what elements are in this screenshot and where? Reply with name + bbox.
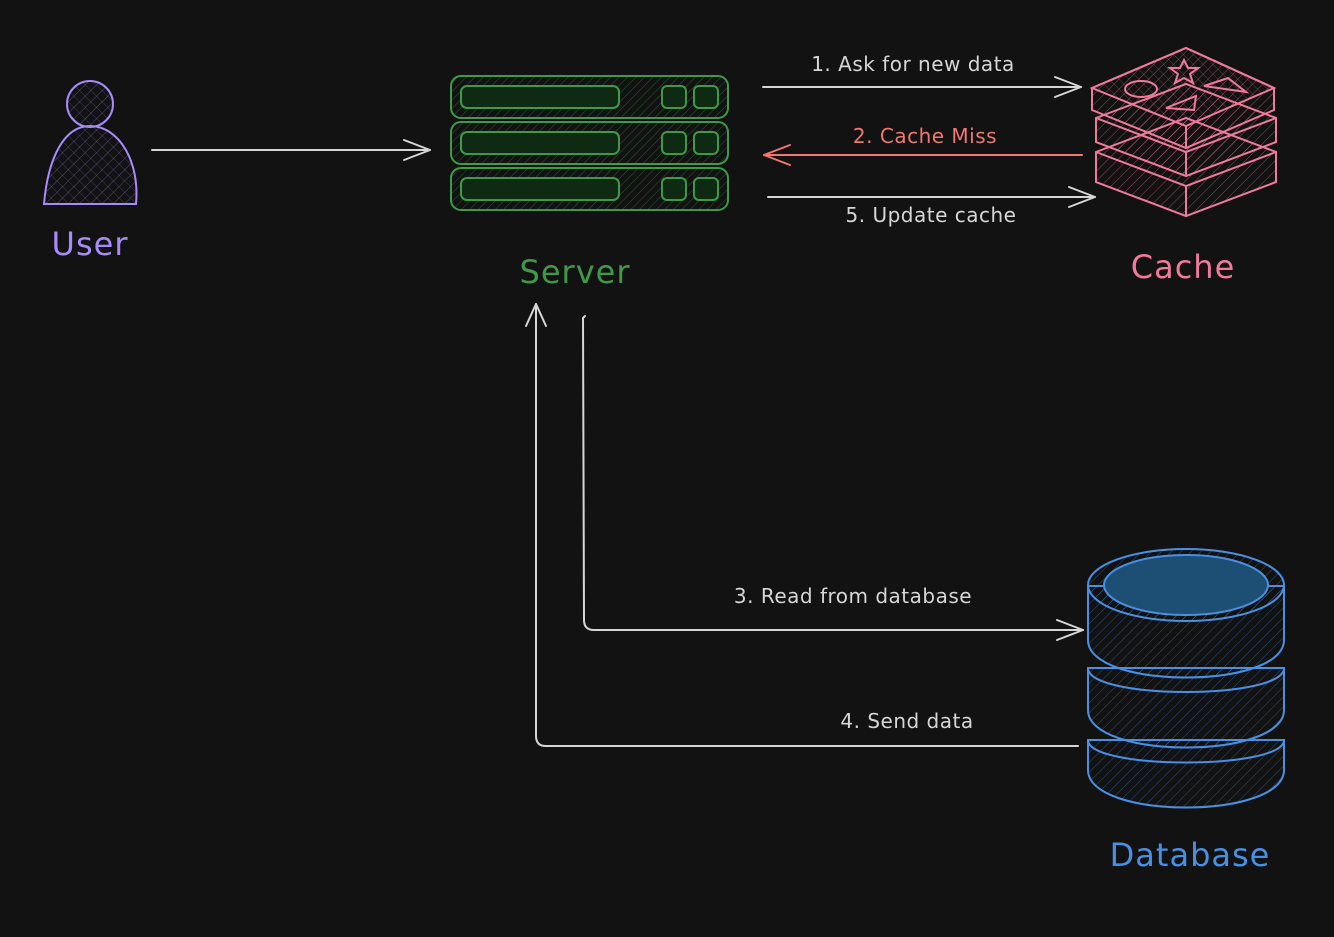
user-icon (42, 80, 138, 205)
database-node[interactable]: Database (1087, 548, 1285, 874)
server-rack-icon (450, 75, 729, 211)
user-to-server-arrow (151, 139, 431, 161)
read-db-arrow (582, 315, 1084, 641)
user-label: User (52, 225, 129, 263)
server-label: Server (520, 253, 631, 291)
ask-label: 1. Ask for new data (811, 52, 1015, 76)
cache-miss-arrow (763, 144, 1083, 166)
database-cylinder-icon (1087, 548, 1285, 809)
update-cache-label: 5. Update cache (846, 203, 1017, 227)
cache-miss-label: 2. Cache Miss (853, 124, 997, 148)
ask-arrow (762, 76, 1082, 98)
server-node[interactable]: Server (450, 75, 729, 291)
database-label: Database (1110, 836, 1271, 874)
user-node[interactable]: User (42, 80, 138, 263)
cache-stack-icon (1089, 46, 1277, 218)
cache-label: Cache (1131, 248, 1236, 286)
send-data-label: 4. Send data (840, 709, 973, 733)
send-data-arrow (525, 303, 1079, 747)
update-cache-arrow (767, 186, 1096, 208)
read-db-label: 3. Read from database (734, 584, 972, 608)
cache-node[interactable]: Cache (1089, 46, 1277, 286)
